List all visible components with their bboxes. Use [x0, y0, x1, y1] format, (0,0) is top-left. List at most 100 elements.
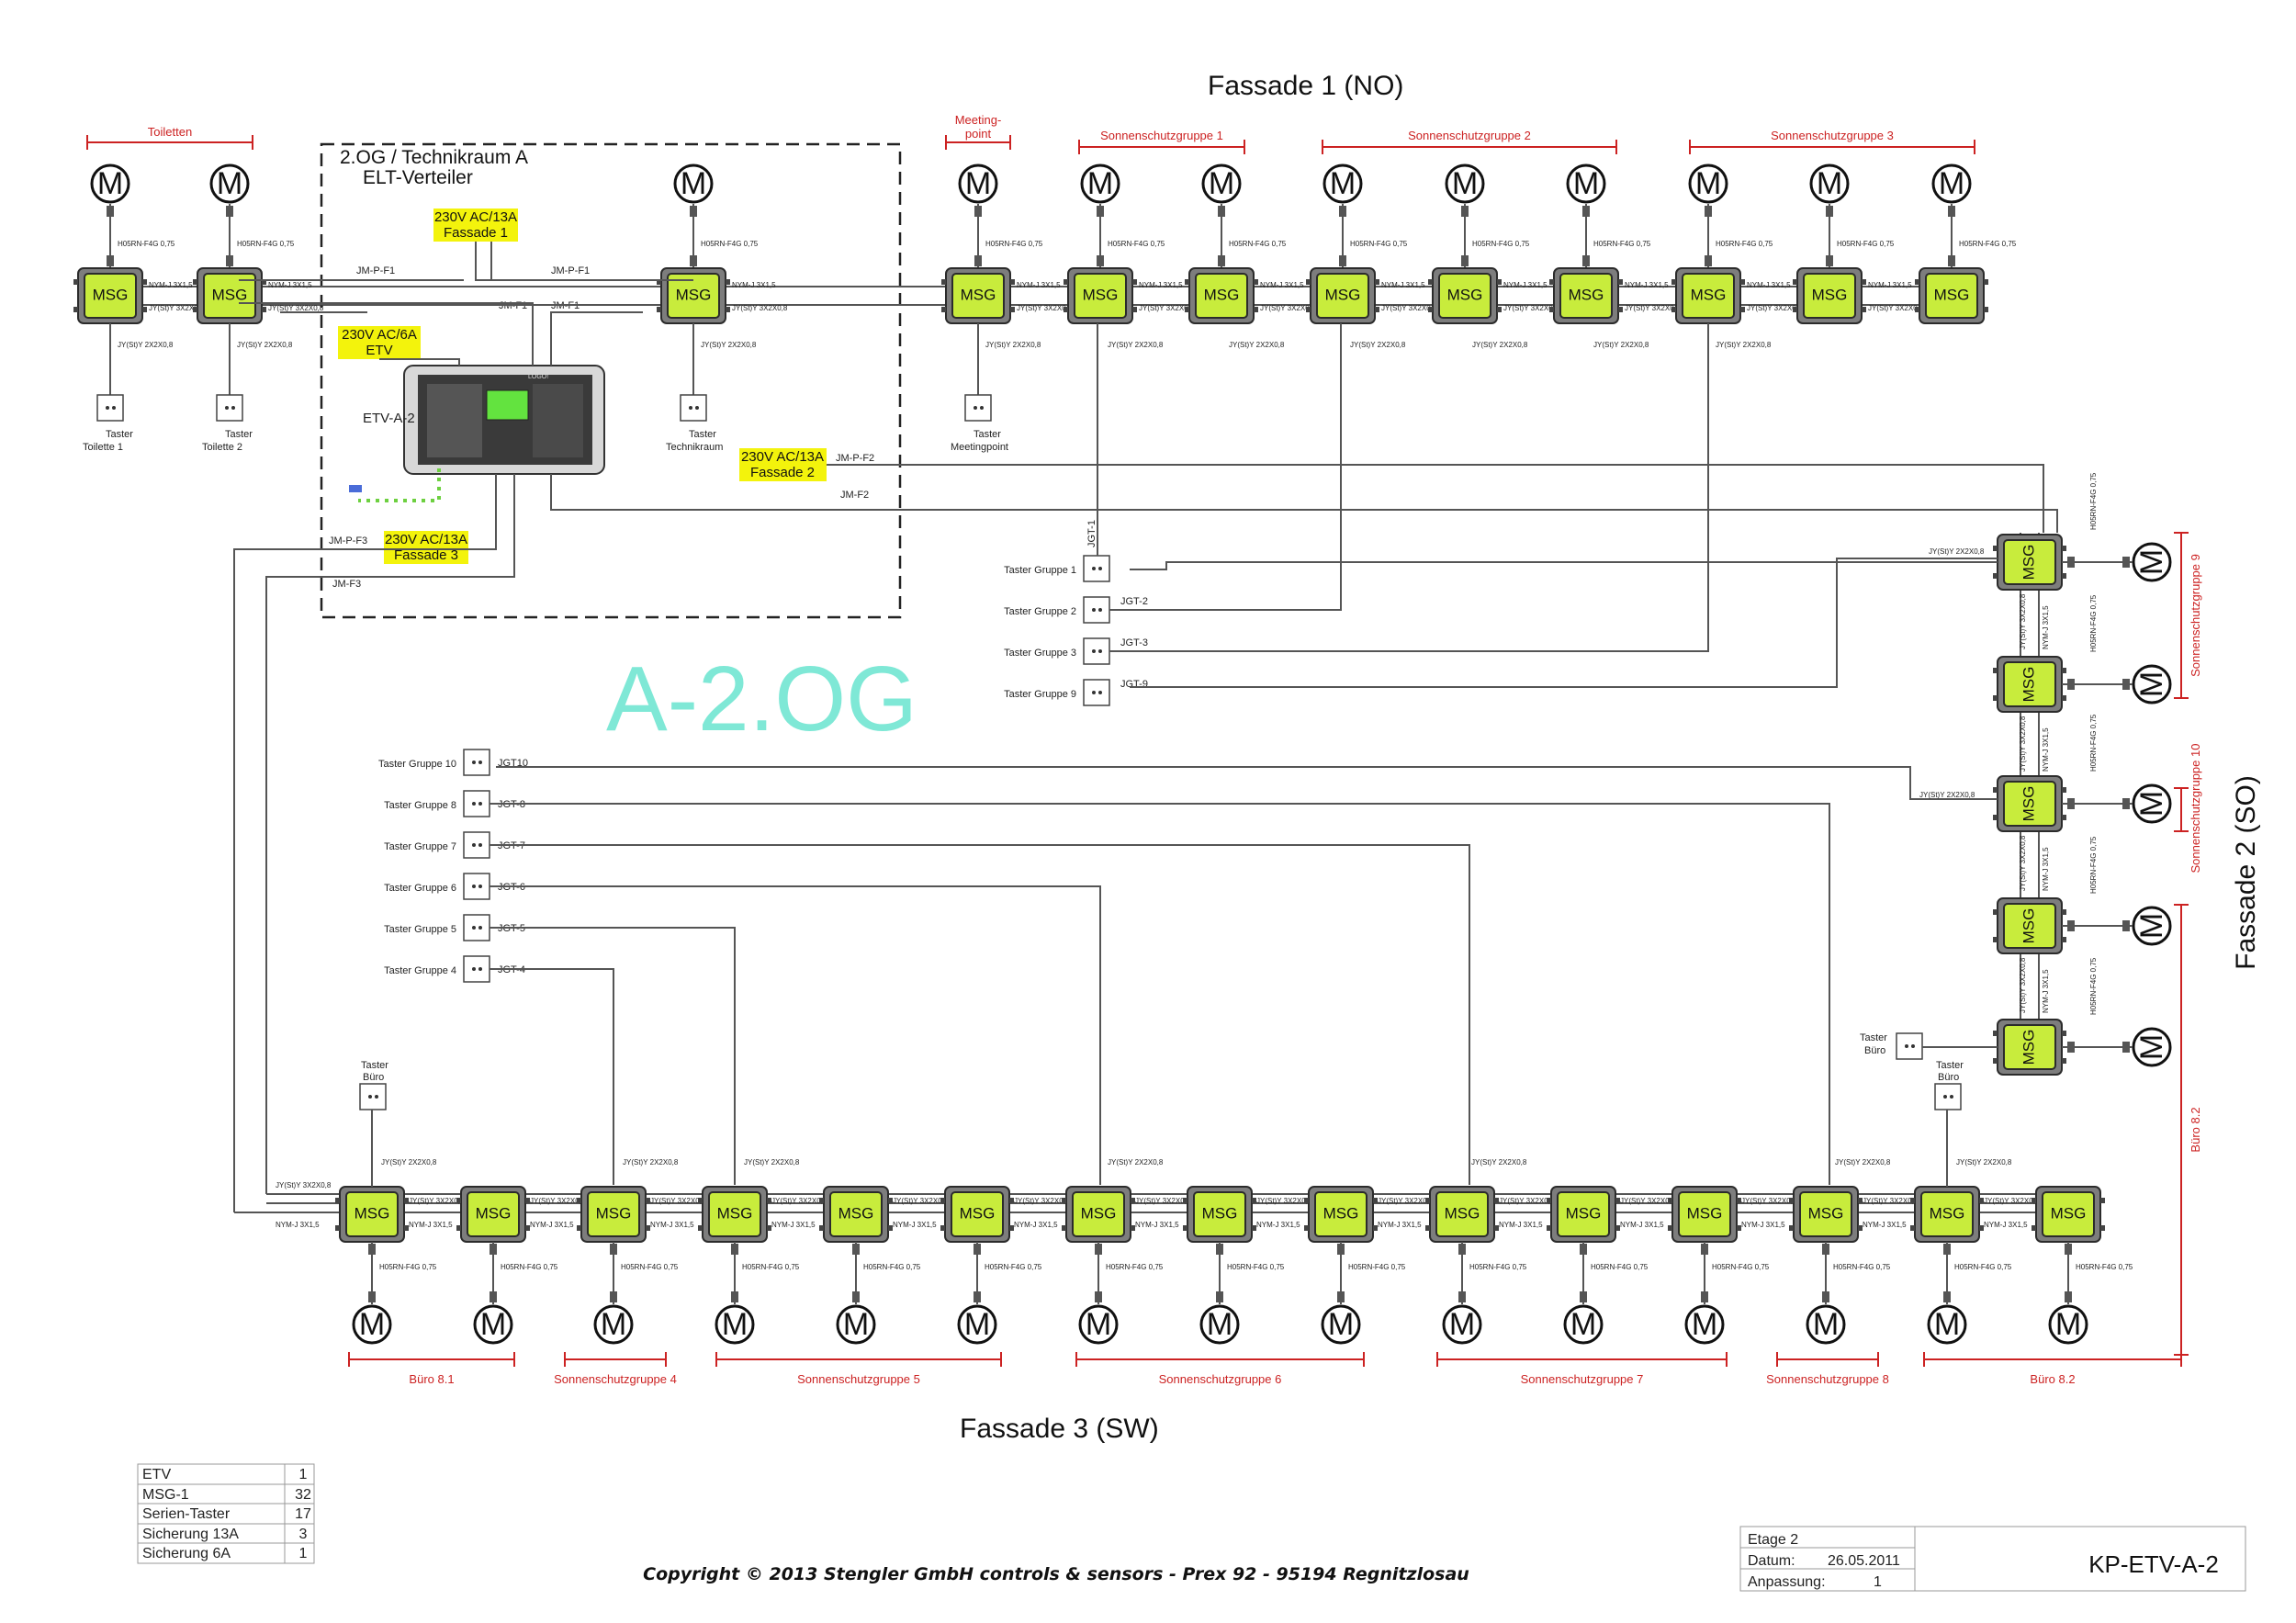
- cable-h05-right: H05RN-F4G 0,75: [2089, 472, 2098, 530]
- cable-gland: [2067, 679, 2075, 690]
- svg-text:M: M: [1570, 1307, 1596, 1342]
- jgt2-wire: [1109, 323, 1342, 611]
- cable-nym-bottom: NYM-J 3X1,5: [409, 1221, 453, 1229]
- cable-gland: [1339, 206, 1346, 217]
- cable-jy3-bottom: JY(St)Y 3X2X0,8: [1378, 1197, 1434, 1205]
- cable-gland: [1339, 255, 1346, 266]
- tb-datum: 26.05.2011: [1828, 1553, 1900, 1569]
- cable-jy2-top: JY(St)Y 2X2X0,8: [1350, 341, 1406, 349]
- cable-gland: [974, 255, 982, 266]
- jgt-wire-2: [490, 803, 1830, 1185]
- taster-buero-right: [1896, 1032, 1923, 1060]
- svg-text:MSG: MSG: [2020, 1030, 2037, 1065]
- svg-text:Fassade 2: Fassade 2: [750, 465, 815, 480]
- svg-text:MSG: MSG: [1202, 1204, 1238, 1222]
- svg-text:MSG: MSG: [1083, 286, 1119, 303]
- group-meetingpoint: [945, 135, 1011, 150]
- cable-gland: [368, 1244, 376, 1255]
- cable-nym-bottom: NYM-J 3X1,5: [1014, 1221, 1058, 1229]
- taster-group-a-1: [1083, 555, 1110, 582]
- msg-bottom-3: MSG: [577, 1186, 650, 1243]
- cable-gland: [690, 255, 697, 266]
- taster-group-a-3: [1083, 637, 1110, 665]
- svg-text:M: M: [1209, 166, 1234, 201]
- cable-h05-top: H05RN-F4G 0,75: [237, 240, 295, 248]
- cable-h05-bottom: H05RN-F4G 0,75: [863, 1263, 921, 1271]
- motor-right-3: M: [2132, 783, 2172, 824]
- cable-h05-bottom: H05RN-F4G 0,75: [985, 1263, 1042, 1271]
- cable-gland: [731, 1244, 738, 1255]
- cable-h05-top: H05RN-F4G 0,75: [1716, 240, 1773, 248]
- group-buero82-right: [2174, 904, 2189, 1356]
- svg-text:M: M: [97, 166, 123, 201]
- cable-jy2-bottom: JY(St)Y 2X2X0,8: [1956, 1158, 2012, 1167]
- cable-h05-top: H05RN-F4G 0,75: [1837, 240, 1895, 248]
- cable-gland: [852, 1291, 860, 1302]
- cable-h05-top: H05RN-F4G 0,75: [1593, 240, 1651, 248]
- cable-gland: [1582, 255, 1590, 266]
- svg-text:MSG: MSG: [1812, 286, 1848, 303]
- cable-jy3-bottom: JY(St)Y 3X2X0,8: [1014, 1197, 1070, 1205]
- cable-jy2-top: JY(St)Y 2X2X0,8: [118, 341, 174, 349]
- cable-jy2-top: JY(St)Y 2X2X0,8: [985, 341, 1041, 349]
- cable-nym-feed: NYM-J 3X1,5: [276, 1221, 320, 1229]
- motor-right-4: M: [2132, 906, 2172, 946]
- taster-group-b-label: Taster Gruppe 8: [384, 800, 456, 811]
- cable-jy3-bottom: JY(St)Y 3X2X0,8: [893, 1197, 949, 1205]
- svg-text:MSG: MSG: [960, 1204, 996, 1222]
- feed-f3-power: [233, 474, 497, 1212]
- group-label-bottom-6: Sonnenschutzgruppe 8: [1766, 1372, 1889, 1386]
- tb-etage: Etage 2: [1748, 1532, 1798, 1548]
- motor-bottom-6: M: [957, 1304, 997, 1345]
- cable-gland: [1582, 206, 1590, 217]
- taster-buero-82: [1934, 1083, 1962, 1110]
- cable-jmf2: JM-F2: [840, 490, 869, 501]
- msg-right-5: MSG: [1993, 1019, 2066, 1076]
- svg-text:MSG: MSG: [1323, 1204, 1359, 1222]
- motor-top-2: M: [209, 163, 250, 204]
- svg-text:230V AC/13A: 230V AC/13A: [741, 449, 824, 465]
- cable-gland: [1948, 255, 1955, 266]
- cable-nym-top: NYM-J 3X1,5: [1625, 281, 1669, 289]
- cable-gland: [490, 1244, 497, 1255]
- power-fassade-2: 230V AC/13A Fassade 2: [739, 448, 827, 481]
- svg-text:M: M: [217, 166, 242, 201]
- cable-gland: [226, 206, 233, 217]
- cable-jmpf1-a: JM-P-F1: [356, 265, 395, 276]
- svg-text:MSG: MSG: [1691, 286, 1727, 303]
- taster-group-b-6: [463, 955, 490, 983]
- taster-buero-81-l1: Taster: [361, 1060, 388, 1071]
- svg-text:MSG: MSG: [476, 1204, 512, 1222]
- cable-nym-right: NYM-J 3X1,5: [2042, 847, 2050, 891]
- taster-top-label: Taster: [106, 429, 133, 440]
- svg-text:M: M: [2134, 549, 2169, 575]
- parts-table: ETV 1 MSG-1 32 Serien-Taster 17 Sicherun…: [137, 1463, 315, 1564]
- cable-nym-bottom: NYM-J 3X1,5: [1256, 1221, 1300, 1229]
- parts-qty-4: 1: [299, 1546, 308, 1561]
- cable-jy2-top: JY(St)Y 2X2X0,8: [1716, 341, 1772, 349]
- feed-etv: [379, 358, 460, 366]
- cable-h05-right: H05RN-F4G 0,75: [2089, 714, 2098, 772]
- cable-h05-bottom: H05RN-F4G 0,75: [1106, 1263, 1164, 1271]
- network-icon: [349, 485, 362, 492]
- etv-device: LOGO!: [403, 365, 605, 475]
- motor-top-1: M: [90, 163, 130, 204]
- cable-jy3-top: JY(St)Y 3X2X0,8: [1503, 304, 1559, 312]
- cable-jy2-r1: JY(St)Y 2X2X0,8: [1929, 547, 1985, 556]
- taster-group-b-label: Taster Gruppe 7: [384, 841, 456, 852]
- taster-group-b-1: [463, 749, 490, 776]
- taster-top-label: Meetingpoint: [951, 442, 1008, 453]
- motor-bottom-7: M: [1078, 1304, 1119, 1345]
- cable-gland: [1826, 206, 1833, 217]
- msg-right-3: MSG: [1993, 775, 2066, 832]
- taster-buero-r-l2: Büro: [1864, 1045, 1885, 1056]
- taster-group-a-label: Taster Gruppe 9: [1004, 689, 1076, 700]
- msg-bottom-10: MSG: [1425, 1186, 1499, 1243]
- msg-bottom-7: MSG: [1062, 1186, 1135, 1243]
- group-bottom-5: [1436, 1352, 1728, 1367]
- svg-text:MSG: MSG: [2020, 908, 2037, 944]
- motor-top-12: M: [1931, 163, 1972, 204]
- cable-nym-top: NYM-J 3X1,5: [1139, 281, 1183, 289]
- svg-text:M: M: [1449, 1307, 1475, 1342]
